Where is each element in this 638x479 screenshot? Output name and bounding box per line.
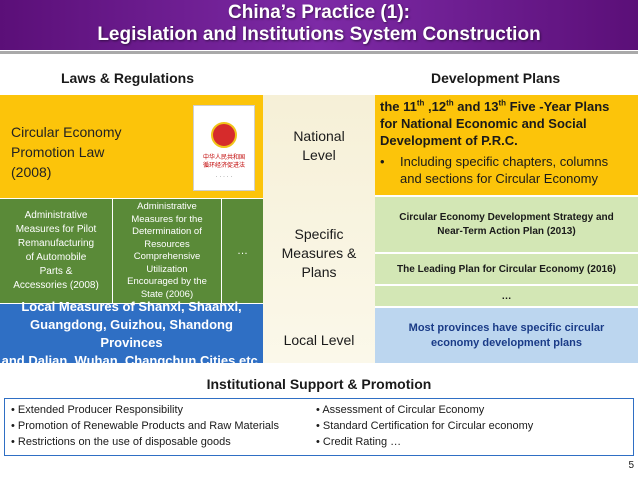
plans-heading: Development Plans (431, 70, 561, 86)
title-banner: China’s Practice (1): Legislation and In… (0, 0, 638, 50)
admin-measures-more: … (222, 199, 263, 303)
support-item: • Standard Certification for Circular ec… (316, 420, 534, 432)
law-book-cover-image: 中华人民共和国 循环经济促进法 · · · · · (193, 105, 255, 191)
admin-measures-resources-utilization: Administrative Measures for the Determin… (113, 199, 221, 303)
national-level-label: National Level (293, 128, 345, 163)
strategy-action-plan-box: Circular Economy Development Strategy an… (375, 197, 638, 252)
admin-measures-remanufacturing: Administrative Measures for Pilot Remanu… (0, 199, 112, 303)
five-year-plans-title: the 11th ,12th and 13th Five -Year Plans… (380, 98, 610, 148)
level-column: National Level Specific Measures & Plans… (263, 95, 375, 363)
support-item: • Promotion of Renewable Products and Ra… (11, 420, 279, 432)
title-divider (0, 51, 638, 54)
local-level-label: Local Level (283, 332, 355, 348)
national-emblem-icon (211, 122, 237, 148)
specific-measures-label: Specific Measures & Plans (281, 226, 357, 280)
plans-more-box: … (375, 286, 638, 306)
province-plans-box: Most provinces have specific circular ec… (375, 308, 638, 363)
institutional-support-box: • Extended Producer Responsibility • Pro… (4, 398, 634, 456)
law-title: Circular Economy Promotion Law (2008) (11, 124, 122, 180)
support-heading: Institutional Support & Promotion (206, 376, 432, 392)
law-book-dots: · · · · · (215, 174, 233, 180)
five-year-plans-box: the 11th ,12th and 13th Five -Year Plans… (375, 95, 638, 195)
laws-heading: Laws & Regulations (61, 70, 195, 86)
local-measures-box: Local Measures of Shanxi, Shaanxi, Guang… (0, 298, 263, 368)
leading-plan-box: The Leading Plan for Circular Economy (2… (375, 254, 638, 284)
circular-economy-law-box: Circular Economy Promotion Law (2008) 中华… (0, 95, 263, 198)
support-item: • Restrictions on the use of disposable … (11, 436, 231, 448)
bullet-icon: • (380, 154, 385, 169)
support-item: • Extended Producer Responsibility (11, 404, 184, 416)
five-year-plans-bullet: • Including specific chapters, columns a… (380, 154, 609, 186)
support-item: • Credit Rating … (316, 436, 402, 448)
page-number: 5 (628, 460, 634, 471)
slide-subtitle: Legislation and Institutions System Cons… (97, 24, 541, 45)
support-item: • Assessment of Circular Economy (316, 404, 485, 416)
law-book-title: 中华人民共和国 循环经济促进法 (202, 155, 245, 169)
slide-title: China’s Practice (1): (228, 2, 410, 23)
